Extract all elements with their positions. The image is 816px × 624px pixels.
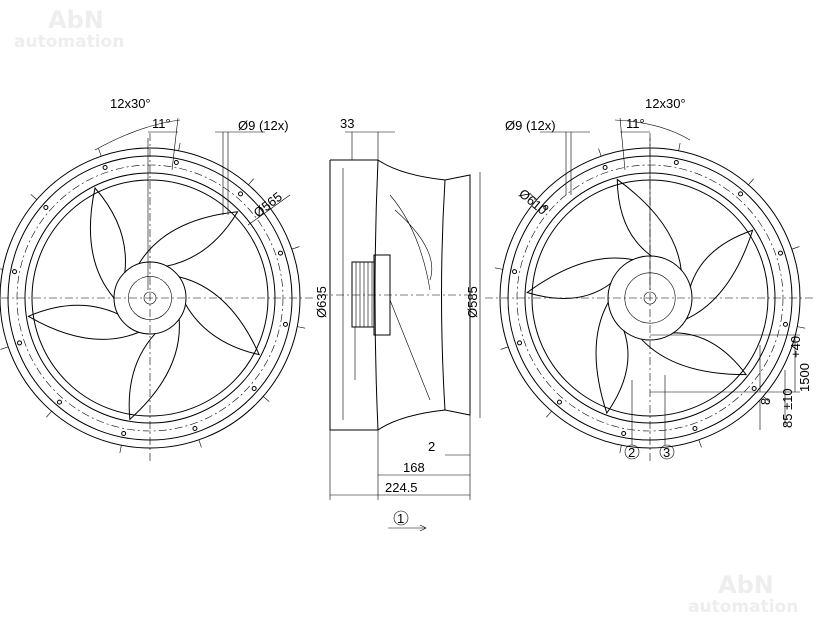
hole-tick	[291, 246, 300, 250]
watermark-logo-subtext: automation	[688, 597, 798, 617]
depth-168-dim: 168	[403, 460, 425, 475]
mounting-hole	[602, 165, 608, 171]
mounting-hole	[277, 250, 283, 256]
top-offset-dim: 33	[340, 116, 354, 131]
hole-tick	[297, 326, 306, 329]
right-dimensions: 12x30° 11° Ø9 (12x) Ø610 2 3 1500 +40 8 …	[505, 96, 812, 460]
watermark-logo-text: AbN	[48, 6, 104, 34]
mounting-hole	[517, 340, 523, 346]
front-view-inlet	[0, 133, 315, 463]
watermark-bottom: AbN automation	[688, 571, 798, 617]
hole-tick	[546, 411, 552, 418]
fan-blade	[27, 304, 140, 340]
mounting-hole	[238, 191, 244, 197]
hole-circle-label: Ø565	[251, 189, 285, 220]
dim-85: 85 ±10	[780, 388, 795, 428]
mounting-hole	[173, 160, 179, 166]
watermark-logo-subtext: automation	[14, 32, 124, 52]
hole-tick	[248, 178, 254, 185]
fan-blade	[686, 229, 754, 320]
fan-blade	[138, 211, 239, 267]
hole-tick	[678, 142, 681, 151]
offset-angle-label: 11°	[152, 116, 171, 131]
watermark-logo-text: AbN	[718, 571, 774, 599]
hole-tick	[530, 194, 537, 200]
airflow-marker-number: 1	[397, 511, 404, 526]
hole-tick	[494, 267, 503, 270]
angle-pattern-label: 12x30°	[645, 96, 686, 111]
hole-tick	[797, 326, 806, 329]
mounting-hole	[621, 430, 627, 436]
cable-tolerance: +40	[788, 336, 803, 358]
mounting-hole	[56, 399, 62, 405]
cable-length-dim: 1500	[797, 363, 812, 392]
hole-tick	[0, 268, 3, 270]
hole-spec-label: Ø9 (12x)	[505, 118, 556, 133]
inner-diameter-dim: Ø585	[465, 286, 480, 318]
fan-blade	[128, 319, 180, 421]
hole-tick	[763, 396, 770, 402]
dim-8: 8	[758, 398, 773, 405]
mounting-hole	[543, 204, 549, 210]
hole-tick	[198, 439, 202, 448]
fan-blade	[640, 332, 748, 376]
marker-2: 2	[628, 445, 635, 460]
mounting-hole	[251, 386, 257, 392]
fan-blade	[526, 257, 634, 300]
mounting-hole	[192, 425, 198, 431]
total-depth-dim: 224.5	[385, 480, 418, 495]
hole-tick	[500, 346, 509, 350]
fan-blade	[616, 178, 682, 270]
gap-dim: 2	[428, 439, 435, 454]
mounting-hole	[43, 204, 49, 210]
hole-tick	[119, 445, 122, 454]
mounting-hole	[782, 321, 788, 327]
mounting-hole	[512, 269, 518, 275]
hole-tick	[791, 246, 800, 250]
hole-tick	[263, 396, 270, 402]
marker-3: 3	[663, 445, 670, 460]
fan-blade	[595, 302, 629, 415]
hole-tick	[30, 194, 37, 200]
side-view: 33 Ø635 Ø585 2 168 224.5 1	[314, 116, 481, 532]
hub-inner	[128, 276, 172, 320]
front-view-outlet	[485, 133, 815, 463]
hole-tick	[46, 411, 52, 418]
angle-pattern-label: 12x30°	[110, 96, 151, 111]
left-dimensions: 12x30° 11° Ø9 (12x) Ø565	[94, 96, 291, 290]
mounting-hole	[692, 425, 698, 431]
fan-blade	[89, 186, 126, 299]
hole-tick	[598, 148, 602, 157]
mounting-hole	[777, 250, 783, 256]
airflow-marker: 1	[388, 510, 427, 532]
hole-tick	[619, 445, 622, 454]
mounting-hole	[751, 386, 757, 392]
mounting-hole	[17, 340, 23, 346]
mounting-hole	[556, 399, 562, 405]
outer-diameter-dim: Ø635	[314, 286, 329, 318]
mounting-hole	[282, 321, 288, 327]
mounting-hole	[12, 269, 18, 275]
mounting-hole	[738, 191, 744, 197]
mounting-hole	[121, 430, 127, 436]
hole-tick	[98, 148, 102, 157]
hole-tick	[178, 142, 181, 151]
mounting-hole	[102, 165, 108, 171]
hole-tick	[698, 439, 702, 448]
offset-angle-label: 11°	[626, 116, 645, 131]
airflow-arrow-icon	[388, 524, 427, 532]
hole-spec-label: Ø9 (12x)	[238, 118, 289, 133]
fan-blade	[179, 276, 261, 356]
mounting-hole	[673, 160, 679, 166]
hole-tick	[0, 346, 9, 350]
hole-tick	[748, 178, 754, 185]
watermark-top: AbN automation	[14, 6, 124, 52]
